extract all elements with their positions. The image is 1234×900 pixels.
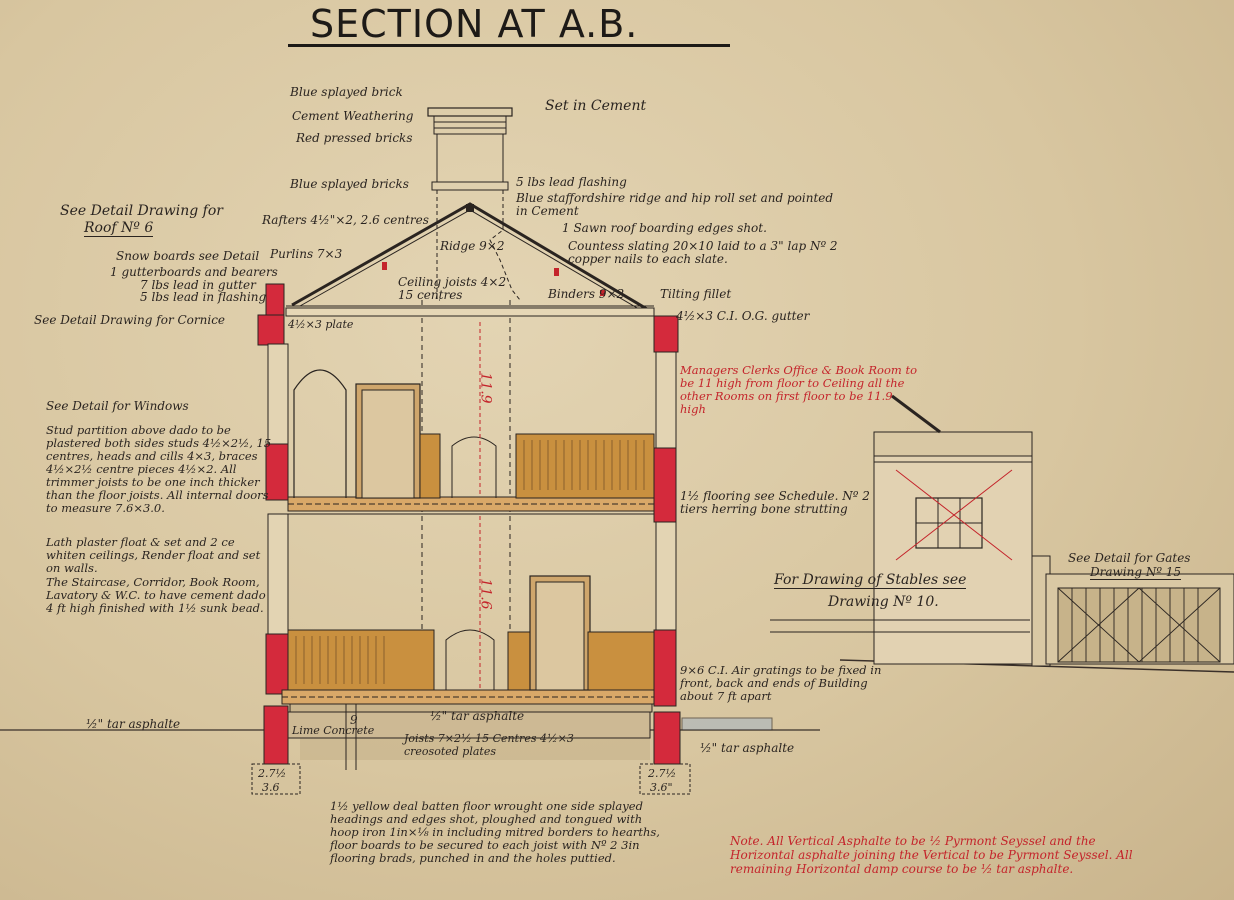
label-plate: 4½×3 plate [288,318,354,331]
label-lead-flashing-5: 5 lbs lead in flashing [140,290,267,304]
label-blue-splayed-brick: Blue splayed brick [290,85,403,99]
label-footing-right-bottom: 3.6" [650,781,673,794]
label-staircase: The Staircase, Corridor, Book Room, Lava… [46,575,266,615]
drawing-title: SECTION AT A.B. [310,2,639,46]
label-floor-note: 1½ yellow deal batten floor wrought one … [330,799,660,865]
upper-storey [293,322,655,499]
label-ceiling-joists: Ceiling joists 4×2 15 centres [398,275,507,302]
label-gates-no: Drawing Nº 15 [1090,565,1182,580]
label-cement-weathering: Cement Weathering [292,109,414,123]
label-tilting-fillet: Tilting fillet [660,287,732,301]
label-footing-left-bottom: 3.6 [262,781,280,794]
label-detail-gates: See Detail for Gates [1068,551,1191,565]
label-detail-windows: See Detail for Windows [46,399,189,413]
right-wall [639,315,773,795]
title-underline [288,44,730,47]
label-lead-flashing: 5 lbs lead flashing [516,175,627,189]
label-ridge: Ridge 9×2 [440,239,505,253]
label-set-in-cement: Set in Cement [545,98,647,114]
label-gutter-boards: 1 gutterboards and bearers [110,265,278,279]
ground-floor [281,689,655,713]
label-final-note: Note. All Vertical Asphalte to be ½ Pyrm… [730,834,1133,876]
label-countess-slating: Countess slating 20×10 laid to a 3" lap … [568,239,838,266]
label-footing-left-top: 2.7½ [258,767,287,780]
label-ridge-roll: Blue staffordshire ridge and hip roll se… [516,191,834,218]
left-wall [251,283,301,795]
label-gutter: 4½×3 C.I. O.G. gutter [676,309,810,323]
label-detail-cornice: See Detail Drawing for Cornice [34,313,226,327]
foundation [287,704,651,770]
roof [285,202,655,317]
chimney [421,107,521,690]
label-snow-boards: Snow boards see Detail [116,249,260,263]
label-tar-asphalte-right: ½" tar asphalte [700,741,795,755]
label-red-pressed-bricks: Red pressed bricks [296,131,413,145]
label-detail-roof-no: Roof Nº 6 [84,220,154,237]
label-roof-boarding: 1 Sawn roof boarding edges shot. [562,221,767,235]
label-rafters: Rafters 4½"×2, 2.6 centres [262,213,429,227]
label-stables-no: Drawing Nº 10. [828,594,939,610]
dimension-foundation: 9 [350,713,358,727]
label-managers-note: Managers Clerks Office & Book Room to be… [680,363,918,416]
lower-storey [287,516,655,691]
first-floor [287,496,655,515]
label-lead-gutter: 7 lbs lead in gutter [140,278,256,292]
label-lime-concrete: Lime Concrete [292,724,375,737]
label-air-gratings: 9×6 C.I. Air gratings to be fixed in fro… [680,663,882,703]
label-footing-right-top: 2.7½ [648,767,677,780]
label-joists: Joists 7×2½ 15 Centres 4½×3 creosoted pl… [404,732,574,758]
label-tar-asphalte-left: ½" tar asphalte [86,717,181,731]
stables-elevation [770,394,1234,667]
label-lath-plaster: Lath plaster float & set and 2 ce whiten… [46,535,261,575]
label-flooring: 1½ flooring see Schedule. Nº 2 tiers her… [680,489,870,516]
label-binders: Binders 9×2 [548,287,625,301]
dimension-upper-storey: 11.9 [477,372,494,404]
dimension-lower-storey: 11.6 [477,578,494,610]
label-purlins: Purlins 7×3 [270,247,343,261]
label-stables: For Drawing of Stables see [774,572,967,589]
label-tar-asphalte-floor: ½" tar asphalte [430,709,525,723]
label-stud-partition: Stud partition above dado to be plastere… [46,423,272,515]
ground-shading [300,738,650,760]
label-blue-splayed-bricks: Blue splayed bricks [290,177,409,191]
label-detail-roof: See Detail Drawing for [60,203,223,219]
